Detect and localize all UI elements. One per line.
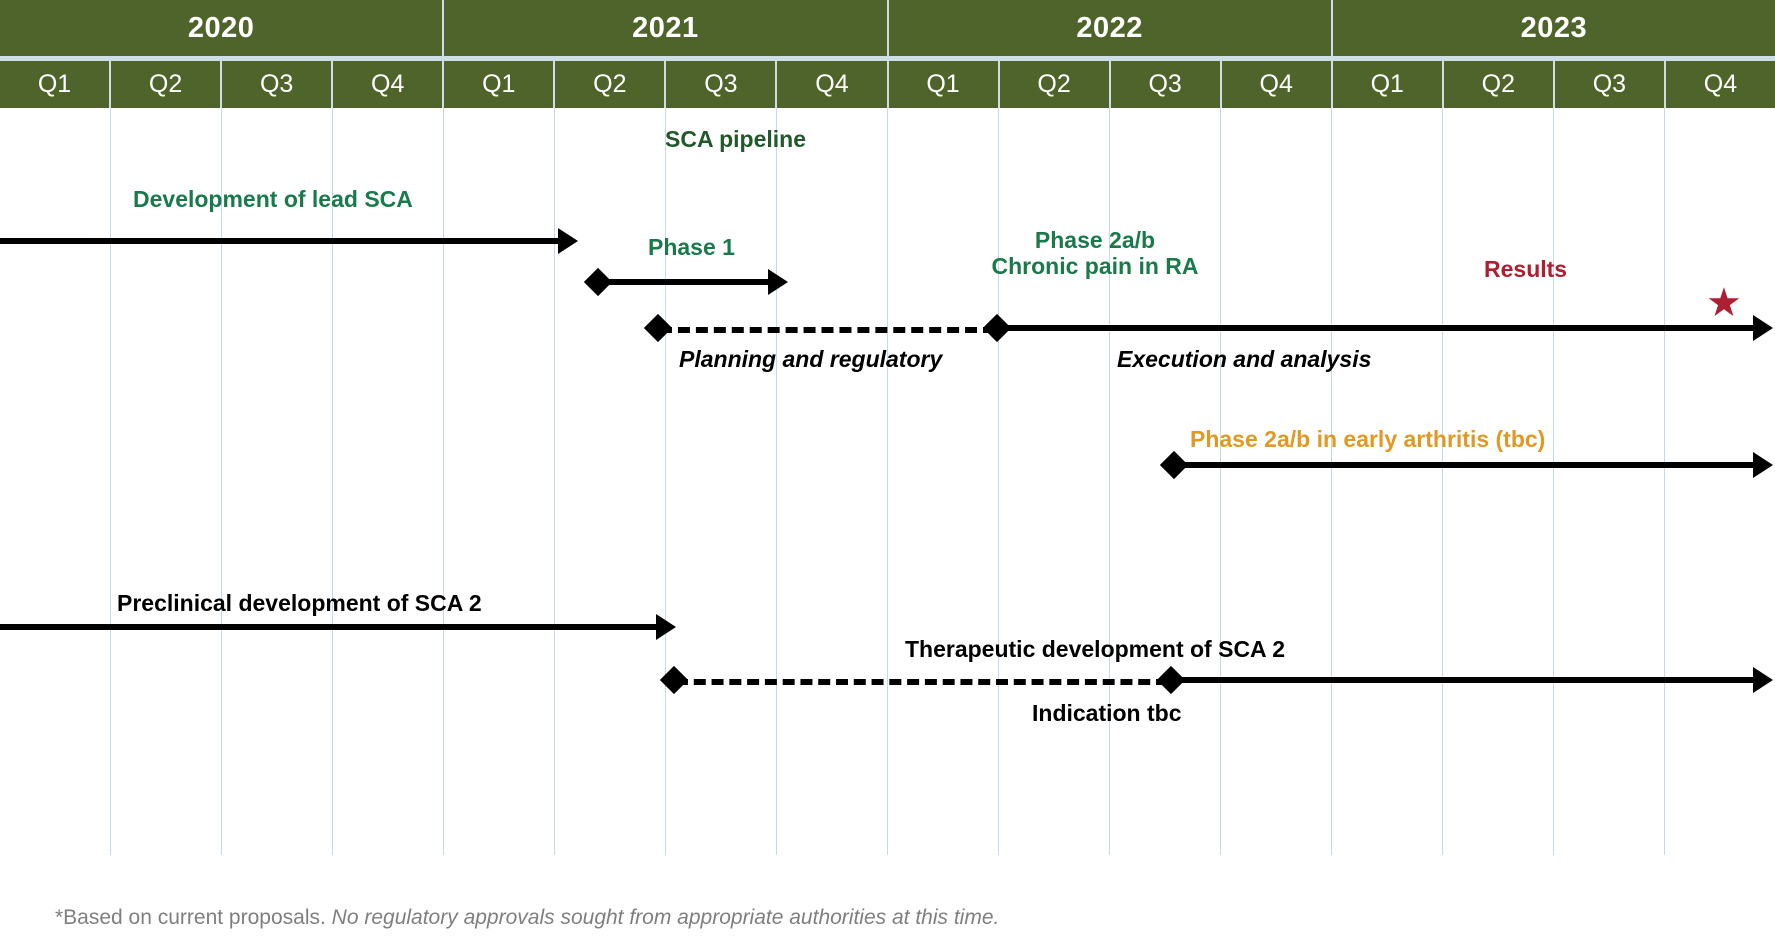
- bar-phase-1: [598, 279, 770, 285]
- label-results: Results: [1484, 256, 1568, 282]
- gridline: [1220, 108, 1221, 855]
- gridline: [1331, 108, 1332, 855]
- results-star-icon: ★: [1706, 281, 1742, 325]
- quarter-cell-2020-q1: Q1: [0, 61, 112, 108]
- header-divider: [0, 56, 1775, 61]
- year-cell-2021: 2021: [444, 0, 889, 56]
- bar-phase-2ab-early-arthritis: [1174, 462, 1755, 468]
- pipeline-title: SCA pipeline: [665, 126, 806, 152]
- quarter-cell-2022-q3: Q3: [1110, 61, 1222, 108]
- label-planning-and-regulatory: Planning and regulatory: [679, 346, 943, 372]
- quarter-cell-2020-q2: Q2: [111, 61, 223, 108]
- quarter-cell-2023-q3: Q3: [1554, 61, 1666, 108]
- arrowhead-preclinical-development: [656, 614, 676, 640]
- quarter-cell-2022-q2: Q2: [999, 61, 1111, 108]
- gridline: [776, 108, 777, 855]
- arrowhead-phase-1: [768, 269, 788, 295]
- gridline: [332, 108, 333, 855]
- gridline: [665, 108, 666, 855]
- gridline: [554, 108, 555, 855]
- arrowhead-therapeutic-development: [1753, 667, 1773, 693]
- quarter-cell-2021-q1: Q1: [444, 61, 556, 108]
- footnote: *Based on current proposals. No regulato…: [55, 906, 999, 930]
- label-indication-tbc: Indication tbc: [1032, 700, 1182, 726]
- quarter-cell-2021-q3: Q3: [666, 61, 778, 108]
- quarter-cell-2021-q4: Q4: [777, 61, 889, 108]
- arrowhead-phase-2ab-early-arthritis: [1753, 452, 1773, 478]
- gridline: [1553, 108, 1554, 855]
- quarter-cell-2023-q1: Q1: [1332, 61, 1444, 108]
- bar-therapeutic-development-dashed: [676, 679, 1168, 685]
- bar-planning-and-regulatory-dashed: [660, 327, 995, 333]
- gridline: [221, 108, 222, 855]
- quarter-cell-2022-q4: Q4: [1221, 61, 1333, 108]
- bar-preclinical-development: [0, 624, 658, 630]
- year-cell-2020: 2020: [0, 0, 445, 56]
- gridline: [1442, 108, 1443, 855]
- label-phase-2ab-line1: Phase 2a/b: [1034, 227, 1156, 253]
- gridline: [1109, 108, 1110, 855]
- label-therapeutic-development: Therapeutic development of SCA 2: [905, 636, 1285, 662]
- quarter-cell-2023-q2: Q2: [1443, 61, 1555, 108]
- label-phase-2ab-line2: Chronic pain in RA: [991, 253, 1199, 279]
- gridline: [998, 108, 999, 855]
- label-phase-1: Phase 1: [648, 234, 735, 260]
- year-header-row: 2020 2021 2022 2023: [0, 0, 1775, 56]
- footnote-plain: *Based on current proposals.: [55, 906, 332, 929]
- bar-execution-and-analysis: [997, 325, 1755, 331]
- quarter-cell-2023-q4: Q4: [1665, 61, 1775, 108]
- gridline: [443, 108, 444, 855]
- arrowhead-execution-and-analysis: [1753, 315, 1773, 341]
- gridline: [887, 108, 888, 855]
- label-preclinical-development: Preclinical development of SCA 2: [117, 590, 482, 616]
- year-cell-2023: 2023: [1332, 0, 1775, 56]
- bar-development-of-lead-sca: [0, 238, 560, 244]
- timeline-header: 2020 2021 2022 2023 Q1 Q2 Q3 Q4 Q1 Q2 Q3…: [0, 0, 1775, 108]
- bar-therapeutic-development: [1171, 677, 1755, 683]
- year-cell-2022: 2022: [888, 0, 1333, 56]
- quarter-cell-2020-q3: Q3: [222, 61, 334, 108]
- timeline-plot-area: SCA pipeline Development of lead SCA Pha…: [0, 108, 1775, 855]
- gridline: [110, 108, 111, 855]
- label-execution-and-analysis: Execution and analysis: [1117, 346, 1372, 372]
- footnote-italic: No regulatory approvals sought from appr…: [331, 906, 1000, 929]
- quarter-header-row: Q1 Q2 Q3 Q4 Q1 Q2 Q3 Q4 Q1 Q2 Q3 Q4 Q1 Q…: [0, 61, 1775, 108]
- arrowhead-development-of-lead-sca: [558, 228, 578, 254]
- quarter-cell-2021-q2: Q2: [555, 61, 667, 108]
- label-phase-2ab-early-arthritis: Phase 2a/b in early arthritis (tbc): [1190, 426, 1546, 452]
- quarter-cell-2020-q4: Q4: [333, 61, 445, 108]
- gridline: [1664, 108, 1665, 855]
- quarter-cell-2022-q1: Q1: [888, 61, 1000, 108]
- label-development-of-lead-sca: Development of lead SCA: [133, 186, 413, 212]
